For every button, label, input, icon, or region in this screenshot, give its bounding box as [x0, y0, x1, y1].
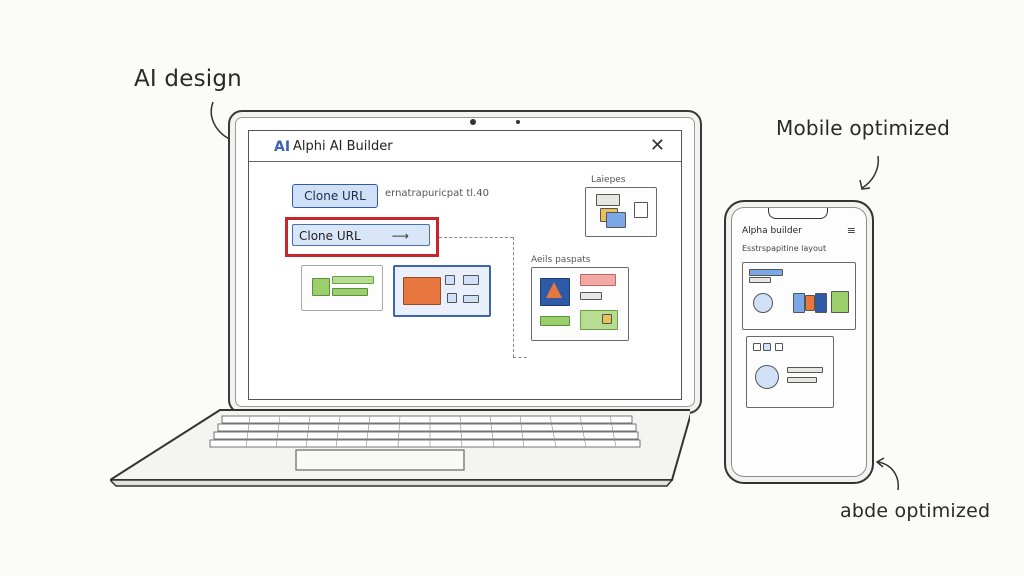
block [634, 202, 648, 218]
block [445, 275, 455, 285]
block [753, 343, 761, 351]
block [463, 295, 479, 303]
phone-subtitle: Esstrspapitine layout [742, 244, 827, 253]
clone-url-input[interactable]: Clone URL ⟶ [292, 224, 430, 246]
clone-url-button[interactable]: Clone URL [292, 184, 378, 208]
app-logo: AI [274, 139, 291, 155]
block [596, 194, 620, 206]
phone-layout-card [746, 336, 834, 408]
arrow-right-icon: ⟶ [391, 229, 409, 243]
block [332, 288, 368, 296]
laptop-keyboard [110, 409, 690, 487]
menu-icon[interactable]: ≡ [846, 224, 856, 237]
block [787, 377, 817, 383]
block [831, 291, 849, 313]
webcam-icon [470, 119, 476, 125]
block [763, 343, 771, 351]
block [580, 274, 616, 286]
layout-card [531, 267, 629, 341]
clone-url-input-label: Clone URL [299, 229, 361, 243]
block [749, 277, 771, 283]
block [580, 310, 618, 330]
block [606, 212, 626, 228]
block [403, 277, 441, 305]
trackpad [295, 449, 465, 471]
layout-card [585, 187, 657, 237]
layout-card-selected[interactable] [393, 265, 491, 317]
block [749, 269, 783, 276]
laptop: AI Alphi AI Builder ✕ Clone URL ernatrap… [228, 110, 702, 414]
connector-line [513, 357, 527, 358]
annotation-arrow-icon [875, 457, 899, 491]
laptop-screen: AI Alphi AI Builder ✕ Clone URL ernatrap… [248, 130, 682, 400]
block [805, 295, 815, 311]
block [463, 275, 479, 285]
block [447, 293, 457, 303]
panel-label: Aeils paspats [531, 255, 591, 265]
close-icon[interactable]: ✕ [649, 135, 665, 156]
url-text: ernatrapuricpat tl.40 [385, 188, 489, 199]
block [580, 292, 602, 300]
connector-line [513, 237, 514, 357]
highlight-box [285, 217, 439, 257]
block [775, 343, 783, 351]
layout-card [301, 265, 383, 311]
app-title: Alphi AI Builder [293, 139, 393, 154]
phone-app-title: Alpha builder [742, 226, 802, 236]
panel-label: Laiepes [591, 175, 626, 185]
block [540, 316, 570, 326]
triangle-shape [546, 282, 562, 298]
annotation-ai-design: AI design [134, 66, 242, 92]
block [312, 278, 330, 296]
annotation-mobile-optimized: Mobile optimized [776, 116, 951, 140]
block [755, 365, 779, 389]
block [332, 276, 374, 284]
annotation-arrow-icon [859, 155, 880, 190]
phone-layout-card [742, 262, 856, 330]
block [602, 314, 612, 324]
connector-line [439, 237, 513, 238]
block [753, 293, 773, 313]
block [787, 367, 823, 373]
block [815, 293, 827, 313]
phone-notch [768, 208, 828, 219]
app-titlebar: AI Alphi AI Builder ✕ [249, 131, 681, 162]
phone: Alpha builder ≡ Esstrspapitine layout [724, 200, 874, 484]
sensor-icon [516, 120, 520, 124]
annotation-bottom-note: abde optimized [840, 500, 991, 522]
block [793, 293, 805, 313]
